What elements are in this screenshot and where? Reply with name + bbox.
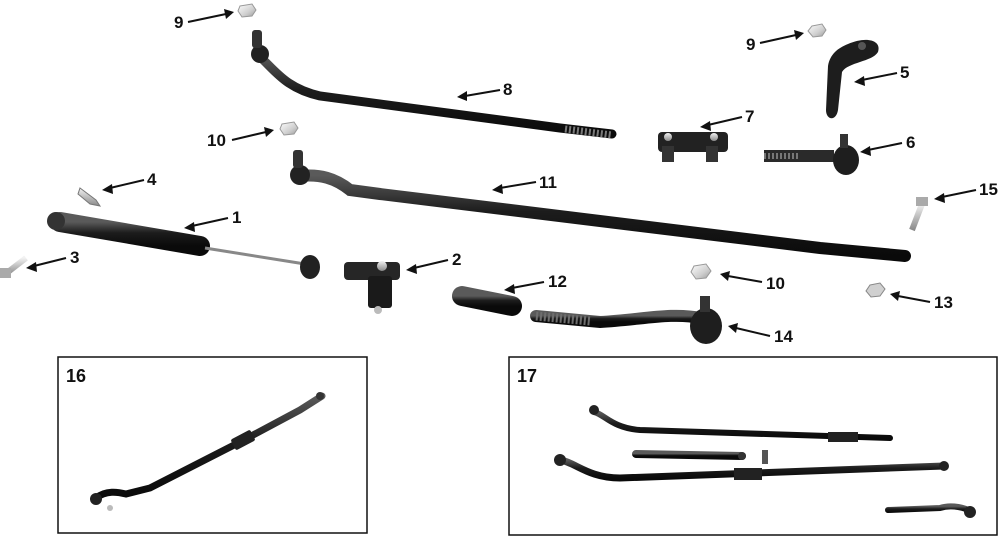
tie-rod-end-part	[530, 296, 722, 344]
nut-part	[807, 23, 827, 38]
callout-labels: 9 8 9 5 10 7 6 11 4 15 1 3 2 12 10 13 14	[70, 13, 998, 346]
part-number-3: 3	[70, 248, 79, 267]
steering-stabilizer-part	[47, 212, 320, 279]
callout-arrow-4	[102, 179, 145, 194]
part-number-12: 12	[548, 272, 567, 291]
part-number-14: 14	[774, 327, 793, 346]
part-number-13: 13	[934, 293, 953, 312]
callout-arrow-10a	[231, 127, 274, 141]
callout-arrow-5	[854, 72, 898, 86]
callout-arrow-1	[184, 217, 229, 232]
part-number-1: 1	[232, 208, 241, 227]
drag-link-set-image	[554, 405, 976, 518]
callout-arrow-6	[860, 142, 903, 156]
callout-arrow-11	[492, 181, 537, 194]
nut-part	[865, 282, 886, 298]
part-number-8: 8	[503, 80, 512, 99]
part-number-10b: 10	[766, 274, 785, 293]
nut-part	[690, 263, 712, 280]
part-number-15: 15	[979, 180, 998, 199]
drag-link-part	[251, 30, 617, 139]
callout-arrow-7	[700, 116, 743, 131]
bolt-part	[909, 197, 928, 232]
part-number-6: 6	[906, 133, 915, 152]
nut-part	[237, 3, 257, 18]
part-number-9a: 9	[174, 13, 183, 32]
pitman-arm-part	[826, 39, 879, 119]
bolt-part	[0, 255, 28, 278]
part-number-9b: 9	[746, 35, 755, 54]
stabilizer-bracket-part	[77, 187, 102, 207]
callout-arrow-10b	[720, 271, 763, 283]
part-number-5: 5	[900, 63, 909, 82]
callout-arrow-12	[504, 281, 545, 294]
inset-number-16: 16	[66, 366, 86, 386]
callout-arrow-3	[26, 257, 67, 272]
callout-arrow-8	[457, 89, 501, 101]
callout-arrow-14	[728, 323, 771, 337]
inset-box-17: 17	[508, 356, 998, 536]
adjusting-sleeve-clamp-part	[658, 132, 728, 162]
part-number-10a: 10	[207, 131, 226, 150]
callout-arrow-13	[890, 291, 931, 303]
tie-rod-part	[290, 150, 911, 262]
callout-arrow-9b	[759, 30, 804, 44]
tie-rod-end-outer-part	[764, 134, 859, 175]
part-number-2: 2	[452, 250, 461, 269]
callout-arrows	[26, 9, 977, 337]
callout-arrow-9a	[187, 9, 234, 23]
callout-arrow-15	[934, 189, 977, 203]
stabilizer-clamp-part	[344, 261, 400, 314]
part-number-4: 4	[147, 170, 157, 189]
adjusting-sleeve-part	[452, 286, 522, 316]
part-number-7: 7	[745, 107, 754, 126]
inset-number-17: 17	[517, 366, 537, 386]
part-number-11: 11	[539, 173, 557, 192]
callout-arrow-2	[406, 259, 449, 274]
nut-part	[279, 121, 299, 136]
tie-rod-assembly-image	[90, 392, 326, 511]
inset-box-16: 16	[57, 356, 368, 534]
